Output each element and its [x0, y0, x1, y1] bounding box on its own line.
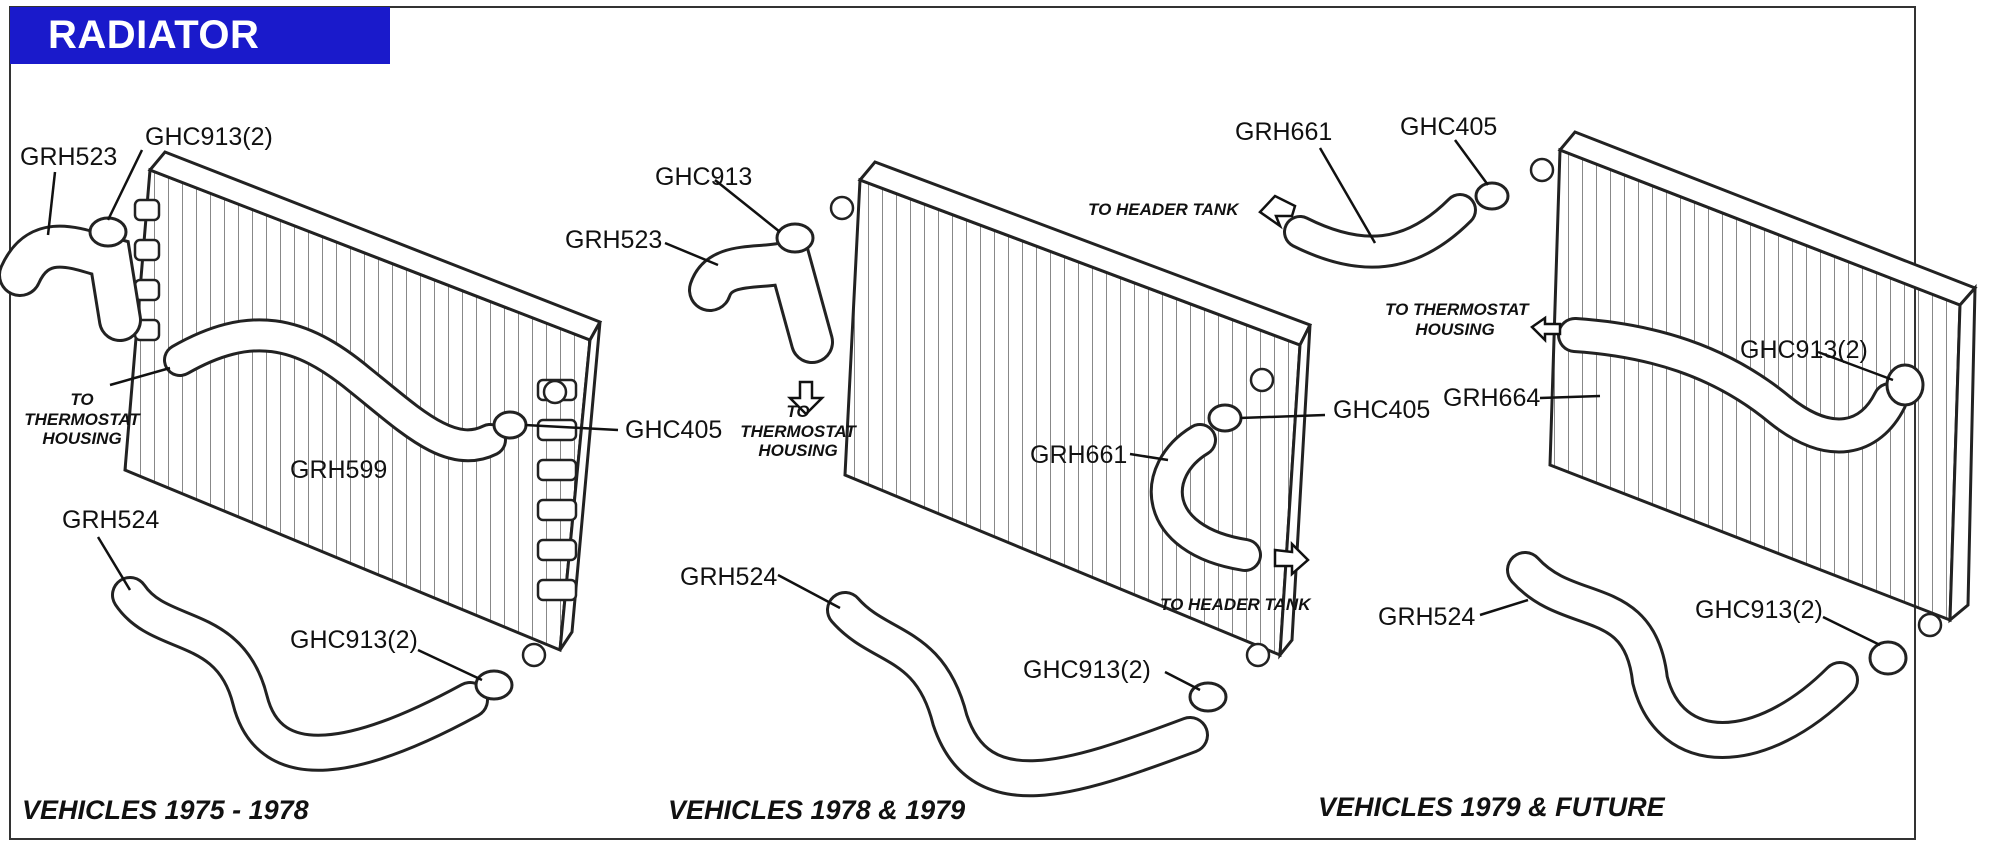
clip-ghc913-top-1979: [1885, 363, 1925, 407]
caption-vehicles-1979-future: VEHICLES 1979 & FUTURE: [1318, 792, 1665, 822]
label-grh661: GRH661: [1030, 441, 1128, 469]
note-to-thermostat-housing: TO THERMOSTAT HOUSING: [24, 390, 140, 449]
caption-vehicles-1975-1978: VEHICLES 1975 - 1978: [22, 795, 309, 825]
label-ghc913: GHC913: [655, 163, 753, 191]
note-to-thermostat-housing: TO THERMOSTAT HOUSING: [1385, 300, 1529, 339]
label-grh661-top: GRH661: [1235, 118, 1333, 146]
label-grh524: GRH524: [62, 506, 160, 534]
label-ghc913-2: GHC913(2): [145, 123, 273, 151]
label-ghc405: GHC405: [1333, 396, 1431, 424]
label-ghc913-2-top: GHC913(2): [1740, 336, 1868, 364]
label-grh523: GRH523: [20, 143, 118, 171]
arrow-to-header-tank-bottom: [1273, 540, 1310, 577]
clip-ghc405-1975: [492, 410, 528, 440]
label-grh523: GRH523: [565, 226, 663, 254]
label-grh524: GRH524: [680, 563, 778, 591]
note-to-header-tank-top: TO HEADER TANK: [1088, 200, 1239, 219]
label-ghc913-2: GHC913(2): [1023, 656, 1151, 684]
arrow-to-thermostat-1979: [1530, 315, 1562, 344]
label-grh664: GRH664: [1443, 384, 1541, 412]
clip-ghc913-1978: [775, 222, 815, 254]
page-title: RADIATOR HOSES: [10, 7, 390, 114]
note-to-thermostat-housing: TO THERMOSTAT HOUSING: [740, 402, 856, 461]
caption-vehicles-1978-1979: VEHICLES 1978 & 1979: [668, 795, 966, 825]
label-ghc913-2-bottom: GHC913(2): [290, 626, 418, 654]
clip-ghc913-bottom-1979: [1868, 640, 1908, 676]
arrow-to-thermostat-1978: [786, 380, 826, 416]
label-ghc913-2-bottom: GHC913(2): [1695, 596, 1823, 624]
clip-ghc405-top: [1474, 181, 1510, 211]
clip-ghc913-top-1975: [88, 216, 128, 248]
arrow-to-header-tank-top: [1258, 194, 1297, 230]
label-grh599: GRH599: [290, 456, 388, 484]
label-grh524: GRH524: [1378, 603, 1476, 631]
label-ghc405: GHC405: [625, 416, 723, 444]
label-ghc405-top: GHC405: [1400, 113, 1498, 141]
clip-ghc405-1978: [1207, 403, 1243, 433]
clip-ghc913-bottom-1975: [474, 669, 514, 701]
note-to-header-tank-bottom: TO HEADER TANK: [1160, 595, 1311, 614]
radiator-1975: [123, 150, 603, 668]
